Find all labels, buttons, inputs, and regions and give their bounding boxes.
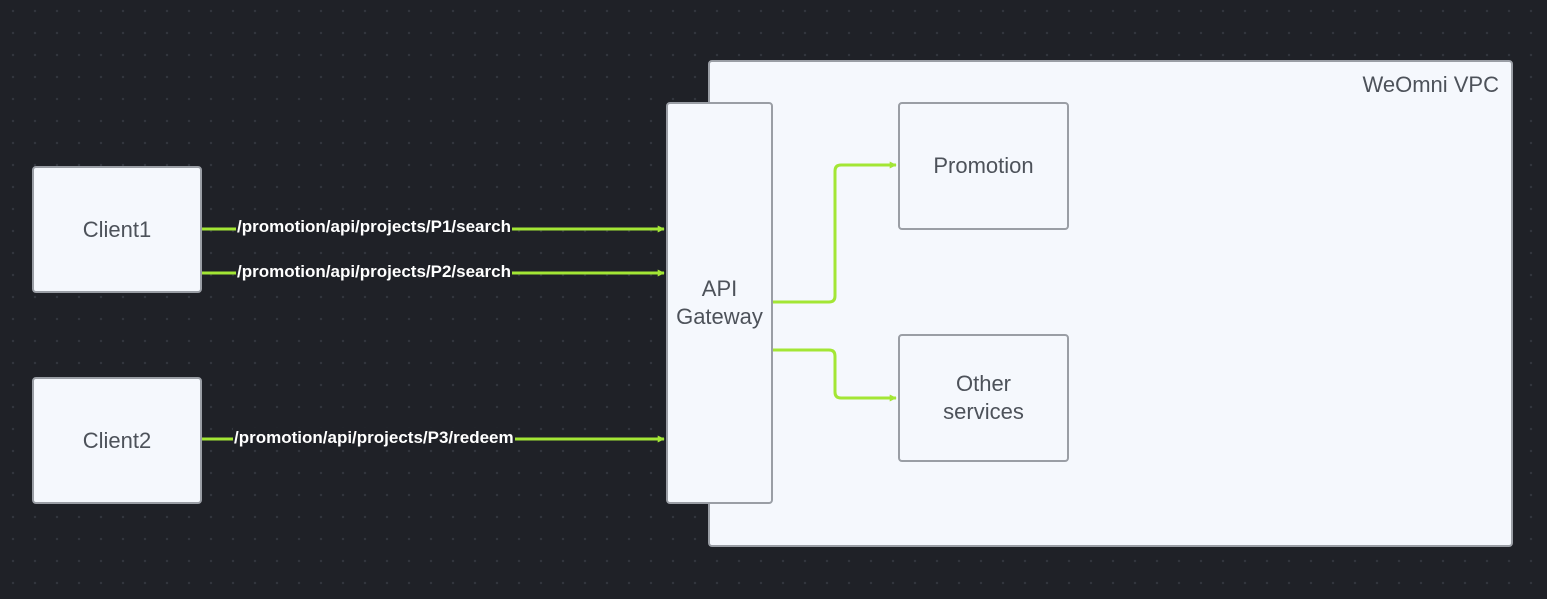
other-services-label-line2: services — [943, 399, 1024, 424]
vpc-label: WeOmni VPC — [1362, 72, 1499, 97]
other-services-node[interactable]: Other services — [898, 334, 1069, 462]
edge-label-p3-redeem: /promotion/api/projects/P3/redeem — [233, 428, 515, 448]
promotion-node[interactable]: Promotion — [898, 102, 1069, 230]
client1-node[interactable]: Client1 — [32, 166, 202, 293]
edge-label-p1-search: /promotion/api/projects/P1/search — [236, 217, 512, 237]
client2-label: Client2 — [82, 427, 152, 453]
client1-label: Client1 — [82, 216, 152, 242]
edge-gateway-promotion[interactable] — [772, 161, 897, 304]
promotion-label: Promotion — [933, 153, 1034, 178]
other-services-label-line1: Other — [955, 371, 1012, 396]
api-gateway-node[interactable]: API Gateway — [666, 102, 773, 504]
vpc-container[interactable]: WeOmni VPC — [708, 60, 1513, 547]
edge-label-p2-search: /promotion/api/projects/P2/search — [236, 262, 512, 282]
api-gateway-label-line1: API — [701, 276, 738, 301]
edge-gateway-other-services[interactable] — [772, 348, 897, 402]
client2-node[interactable]: Client2 — [32, 377, 202, 504]
api-gateway-label-line2: Gateway — [676, 304, 763, 329]
